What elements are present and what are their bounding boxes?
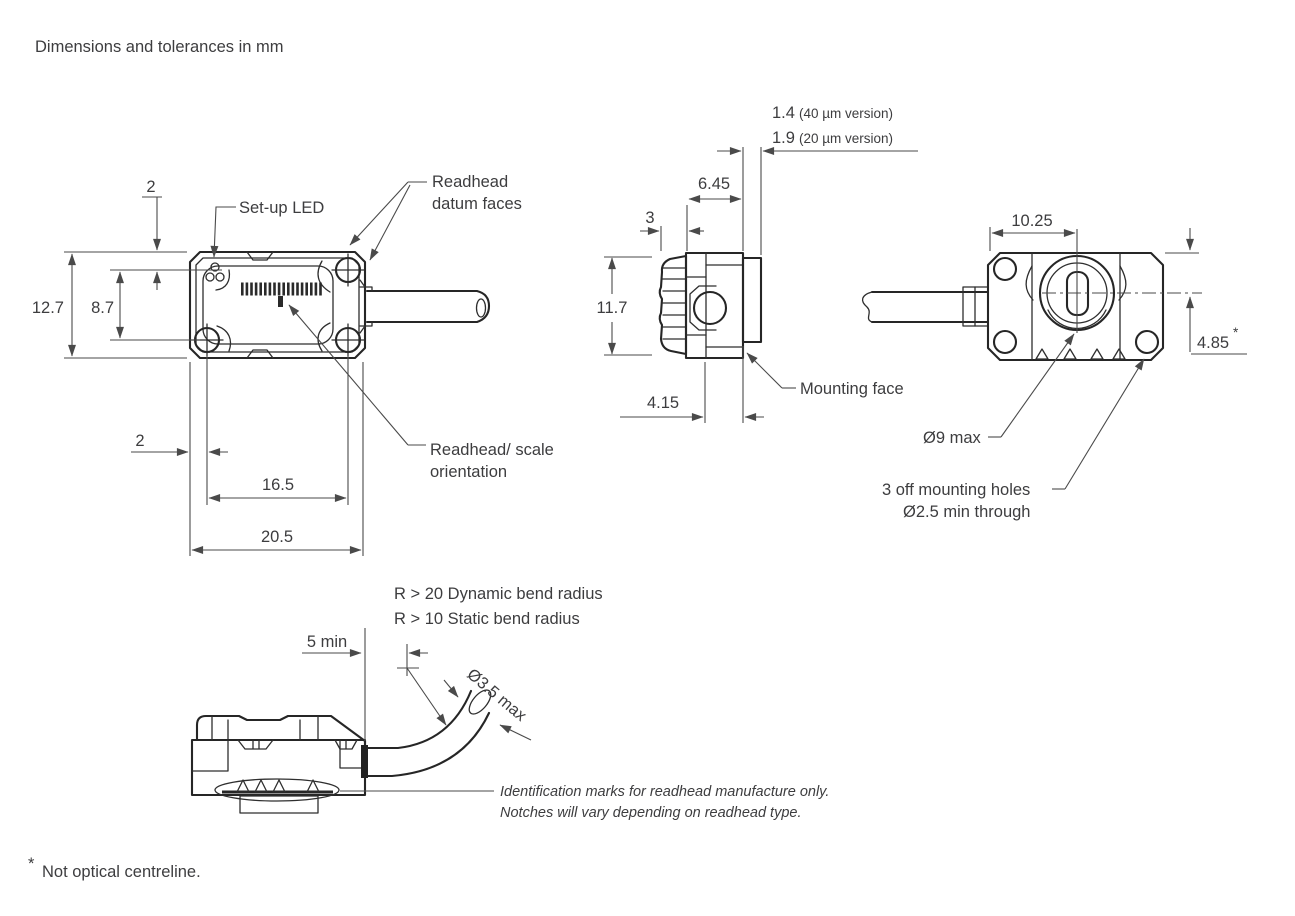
dim-clamp-thickness: 3 [645,209,654,227]
dim-gap-40: 1.4 [772,104,795,122]
mounting-holes-label-1: 3 off mounting holes [882,481,1030,499]
readhead-body-inner-contour [195,257,360,353]
hole-cross-top-right [331,253,365,287]
orientation-label-1: Readhead/ scale [430,441,554,459]
side-view: 11.7 3 6.45 1.4 (40 µm version) 1.9 (20 … [597,104,918,423]
datum-faces-label-2: datum faces [432,195,522,213]
dim-gap-20: 1.9 [772,129,795,147]
underside-hole-bottom-right [1134,329,1160,355]
cable-end-cap [468,689,492,715]
side-clamp-outline [658,254,688,356]
side-mounting-plate [741,256,763,344]
dim-hole-edge-offset: 2 [135,432,144,450]
dim-centreline-height: 4.85 [1197,334,1229,352]
underside-hole-bottom-left [992,329,1018,355]
plan-cable [359,279,491,334]
profile-base-details [191,739,366,772]
underside-notches [1035,348,1126,360]
dim-body-height: 12.7 [32,299,64,317]
dim-centreline-footnote-ref: * [1233,325,1239,340]
dim-side-height: 11.7 [597,299,628,317]
underside-view: 10.25 4.85 * Ø9 max 3 off mounting holes… [861,212,1247,521]
identification-notches [236,779,320,793]
side-clamp-screw [692,290,728,326]
underside-hole-top-left [992,256,1018,282]
dim-straight-length: 5 min [307,633,347,651]
footnote-star: * [28,855,35,873]
cable-side-view: R > 20 Dynamic bend radius R > 10 Static… [190,585,829,821]
readhead-body-outline [188,250,367,360]
mounting-face-label: Mounting face [800,380,904,398]
datum-faces-label-1: Readhead [432,173,508,191]
dynamic-bend-note: R > 20 Dynamic bend radius [394,585,603,603]
footnote: * Not optical centreline. [28,855,201,881]
dim-led-to-hole: 8.7 [91,299,114,317]
readhead-lid-contour [202,265,334,345]
dim-gap-20-note: (20 µm version) [799,131,893,146]
identification-note-2: Notches will vary depending on readhead … [500,805,801,821]
casting-wave-bottom-right [317,322,331,352]
underside-cable [861,286,990,327]
dim-gap-40-note: (40 µm version) [799,106,893,121]
orientation-label-2: orientation [430,463,507,481]
bottom-edge-notch [246,349,274,359]
profile-cap-details [211,715,319,741]
mounting-holes-label-2: Ø2.5 min through [903,503,1031,521]
underside-body-outline [986,251,1165,362]
dim-lens-offset: 10.25 [1011,212,1052,230]
drawing-units-note: Dimensions and tolerances in mm [35,38,284,56]
underside-wave-contours [1025,265,1127,301]
profile-body-outline [195,714,367,747]
footnote-text: Not optical centreline. [42,863,201,881]
dim-base-offset: 4.15 [647,394,679,412]
dim-body-width: 20.5 [261,528,293,546]
setup-led-label: Set-up LED [239,199,324,217]
plan-view: 2 12.7 8.7 2 16.5 20.5 Set-up LED Readhe… [32,173,554,556]
setup-led-indicator [205,262,225,282]
lens-diameter-label: Ø9 max [923,429,982,447]
casting-wave-top-right [317,260,331,293]
curved-cable [366,689,491,778]
side-clamp-ridges [661,267,687,340]
dim-body-depth: 6.45 [698,175,730,193]
casting-wave-top-left [215,269,231,291]
dim-led-top-offset: 2 [146,178,155,196]
scale-index-mark [278,296,283,307]
hole-cross-bottom-right [331,323,365,357]
casting-wave-bottom-left [216,325,232,352]
top-edge-notch [246,251,274,261]
profile-notch-details [237,739,358,750]
dim-hole-spacing: 16.5 [262,476,294,494]
cable-root [361,745,368,778]
cable-diameter-label: Ø3.5 max [463,665,530,725]
side-clamp-hex [689,285,717,331]
static-bend-note: R > 10 Static bend radius [394,610,580,628]
profile-scale-block [239,795,319,814]
profile-lens-window [214,778,340,802]
identification-note-1: Identification marks for readhead manufa… [500,784,829,800]
